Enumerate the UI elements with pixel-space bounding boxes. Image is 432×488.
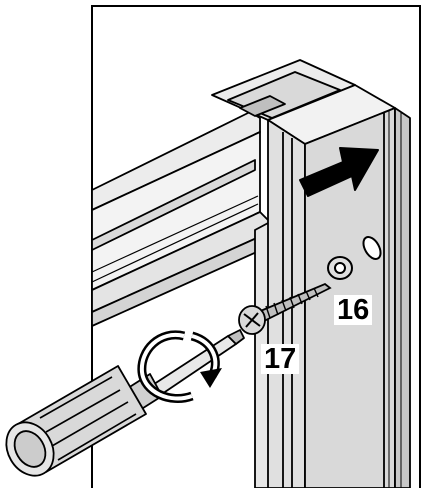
direction-arrow-icon [299, 147, 379, 197]
guide-profile [211, 59, 411, 488]
callout-screw: 17 [261, 344, 300, 374]
slot-hole [362, 236, 382, 260]
screwdriver-icon [5, 329, 245, 477]
callout-washer: 16 [334, 295, 373, 325]
screw-icon [238, 282, 332, 335]
rotation-arrow-icon [137, 330, 222, 403]
crossbar-rail [91, 111, 271, 327]
washer-icon [327, 256, 353, 280]
